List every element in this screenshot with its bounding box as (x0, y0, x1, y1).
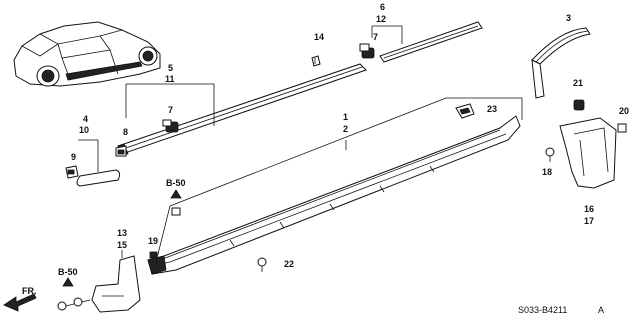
callout-18: 18 (542, 167, 552, 177)
callout-10: 10 (79, 125, 89, 135)
screws-lower (57, 297, 91, 311)
callout-7-upper: 7 (373, 32, 378, 42)
callout-21: 21 (573, 78, 583, 88)
screw-18 (545, 147, 555, 162)
clip-19 (149, 251, 158, 259)
car-illustration (13, 21, 161, 87)
callout-5: 5 (168, 63, 173, 73)
ref-label-upper: B-50 (166, 178, 186, 188)
garnish-pad (76, 169, 121, 187)
ref-arrow-lower (62, 277, 74, 287)
clip-b50-upper (171, 207, 181, 216)
clip-21 (573, 99, 585, 111)
front-direction-arrow (3, 293, 37, 312)
clip-20 (617, 123, 627, 133)
callout-14: 14 (314, 32, 324, 42)
callout-2: 2 (343, 124, 348, 134)
callout-15: 15 (117, 240, 127, 250)
callout-11: 11 (165, 74, 175, 84)
clip-9 (65, 165, 79, 179)
side-molding-strip (117, 63, 367, 155)
clip-14 (311, 55, 321, 67)
front-direction-label: FR. (22, 286, 37, 296)
callout-9: 9 (71, 152, 76, 162)
callout-22: 22 (284, 259, 294, 269)
callout-13: 13 (117, 228, 127, 238)
callout-3: 3 (566, 13, 571, 23)
screw-22 (257, 257, 267, 272)
callout-4: 4 (83, 114, 88, 124)
part-code-suffix: A (598, 305, 604, 315)
callout-6: 6 (380, 2, 385, 12)
callout-7-middle: 7 (168, 105, 173, 115)
clip-7-upper (359, 43, 375, 59)
callout-16: 16 (584, 204, 594, 214)
clip-7-middle (162, 119, 179, 133)
clip-8 (115, 145, 127, 157)
ref-label-lower: B-50 (58, 267, 78, 277)
fender-arch-molding (531, 27, 591, 99)
callout-8: 8 (123, 127, 128, 137)
upper-molding (379, 21, 483, 63)
callout-12: 12 (376, 14, 386, 24)
clip-23 (455, 103, 475, 119)
part-code: S033-B4211 (518, 305, 567, 315)
side-sill-garnish (147, 115, 521, 275)
ref-arrow-upper (170, 189, 182, 199)
callout-1: 1 (343, 112, 348, 122)
mud-flap (91, 255, 141, 313)
callout-17: 17 (584, 216, 594, 226)
callout-20: 20 (619, 106, 629, 116)
splash-guard (559, 117, 617, 189)
callout-23: 23 (487, 104, 497, 114)
callout-19: 19 (148, 236, 158, 246)
